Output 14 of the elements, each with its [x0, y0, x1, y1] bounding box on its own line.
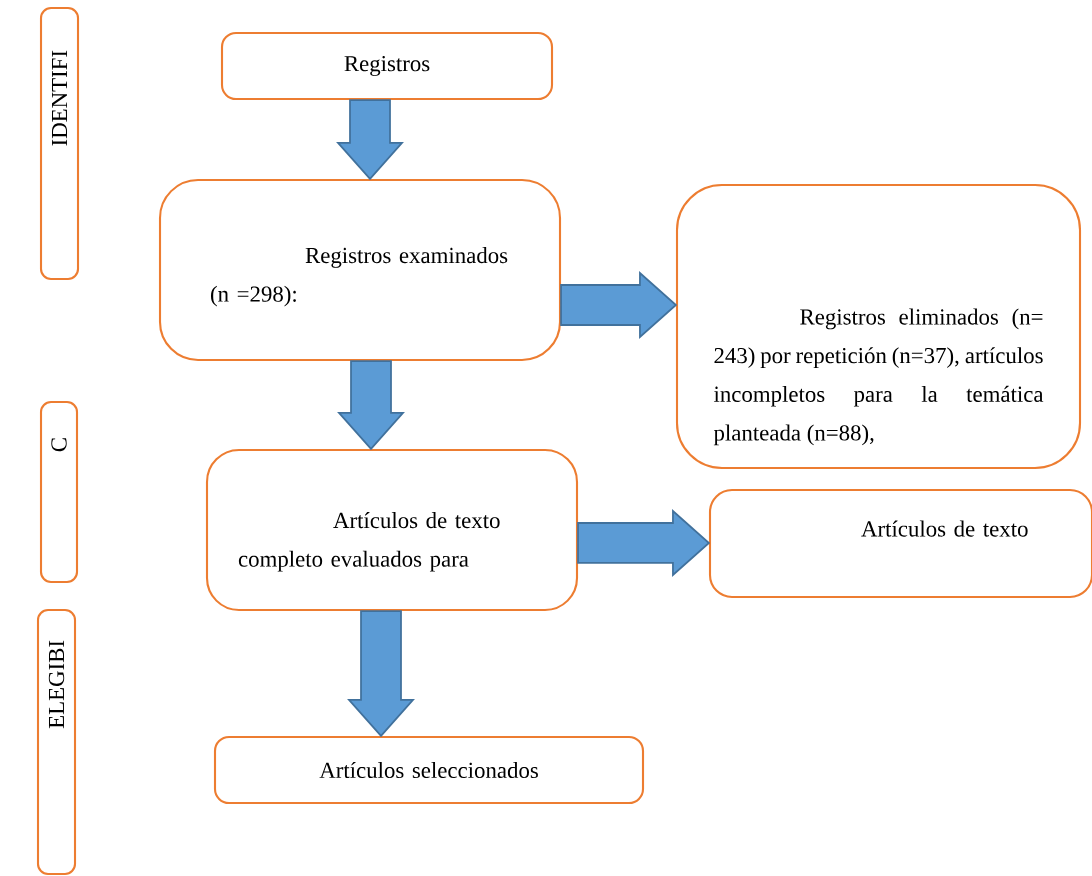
phase-label-box: ELEGIBI	[36, 608, 77, 876]
phase-label-box: IDENTIFI	[39, 6, 80, 281]
process-box: Registros	[220, 31, 554, 101]
result-box: Artículos seleccionados	[213, 735, 645, 805]
block-arrow	[560, 271, 678, 339]
block-arrow	[336, 99, 404, 181]
exclusion-box: Registros eliminados (n= 243) por repetición (n=37), artículos incompletos para la temática planteada (n=88),	[675, 183, 1082, 470]
process-box: Artículos de texto completo evaluados para	[205, 448, 579, 612]
phase-label-box: C	[39, 400, 79, 584]
block-arrow	[577, 509, 711, 577]
block-arrow	[337, 360, 405, 451]
process-box: Registros examinados (n =298):	[158, 178, 562, 362]
block-arrow	[347, 610, 415, 738]
exclusion-box: Artículos de texto	[708, 488, 1092, 599]
